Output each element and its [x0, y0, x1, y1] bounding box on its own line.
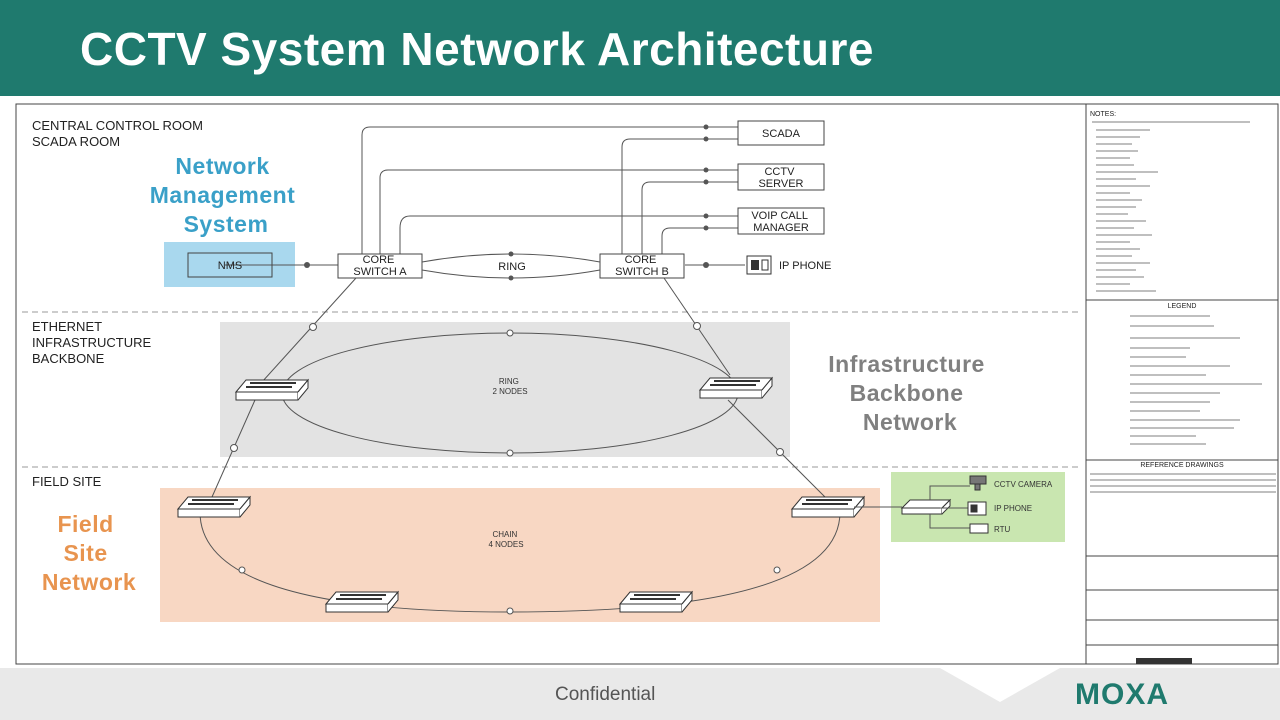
nms-label: NMS [218, 260, 242, 272]
scada-label: SCADA [762, 128, 801, 140]
reference-lines [1090, 473, 1276, 493]
zone-label-backbone: ETHERNET INFRASTRUCTURE BACKBONE [32, 319, 155, 366]
cctv-camera-icon [969, 475, 987, 491]
nms-callout: Network Management System [150, 153, 302, 237]
rtu-label: RTU [994, 525, 1011, 534]
rtu-icon [969, 523, 989, 534]
ip-phone-icon [746, 255, 772, 275]
confidential-label: Confidential [555, 684, 656, 705]
port-marks [304, 124, 709, 268]
nms-box [187, 252, 273, 278]
footer-bar: Confidential MOXA [0, 668, 1280, 720]
field-device-links [854, 485, 970, 529]
server-links [225, 126, 745, 266]
field-ip-phone-label: IP PHONE [994, 504, 1032, 513]
core-ring-label: RING [498, 261, 526, 273]
core-switch-b [599, 253, 685, 279]
notes-text-lines [1092, 121, 1250, 292]
backbone-callout: Infrastructure Backbone Network [828, 351, 991, 435]
chevron-decoration-icon [940, 668, 1060, 702]
legend-lines [1130, 315, 1262, 445]
field-ip-phone-icon [967, 501, 987, 516]
voip-manager-label: VOIP CALL MANAGER [751, 210, 810, 234]
field-highlight [160, 488, 880, 622]
core-switch-a-label: CORE SWITCH A [353, 254, 407, 278]
cctv-server-label: CCTV SERVER [758, 166, 803, 190]
network-diagram: CENTRAL CONTROL ROOM SCADA ROOM ETHERNET… [15, 103, 1279, 665]
page-title: CCTV System Network Architecture [80, 23, 874, 75]
uplink-marks [230, 322, 784, 456]
zone-label-field-site: FIELD SITE [32, 474, 102, 489]
notes-title: NOTES: [1090, 111, 1116, 118]
reference-title: REFERENCE DRAWINGS [1140, 462, 1224, 469]
cctv-camera-label: CCTV CAMERA [994, 480, 1053, 489]
ip-phone-label: IP PHONE [779, 260, 831, 272]
voip-manager-box [737, 207, 825, 235]
title-banner: CCTV System Network Architecture [0, 0, 1280, 96]
legend-title: LEGEND [1168, 303, 1197, 310]
zone-label-control-room: CENTRAL CONTROL ROOM SCADA ROOM [32, 118, 207, 149]
cctv-server-box [737, 163, 825, 191]
scada-box [737, 120, 825, 146]
core-switch-a [337, 253, 423, 279]
moxa-logo: MOXA [1075, 678, 1169, 711]
switch-icon [176, 376, 952, 613]
field-chain-label: CHAIN 4 NODES [488, 530, 523, 549]
backbone-highlight [220, 322, 790, 457]
core-switch-b-label: CORE SWITCH B [615, 254, 669, 278]
field-callout: Field Site Network [42, 511, 136, 595]
backbone-ring-label: RING 2 NODES [492, 377, 527, 396]
